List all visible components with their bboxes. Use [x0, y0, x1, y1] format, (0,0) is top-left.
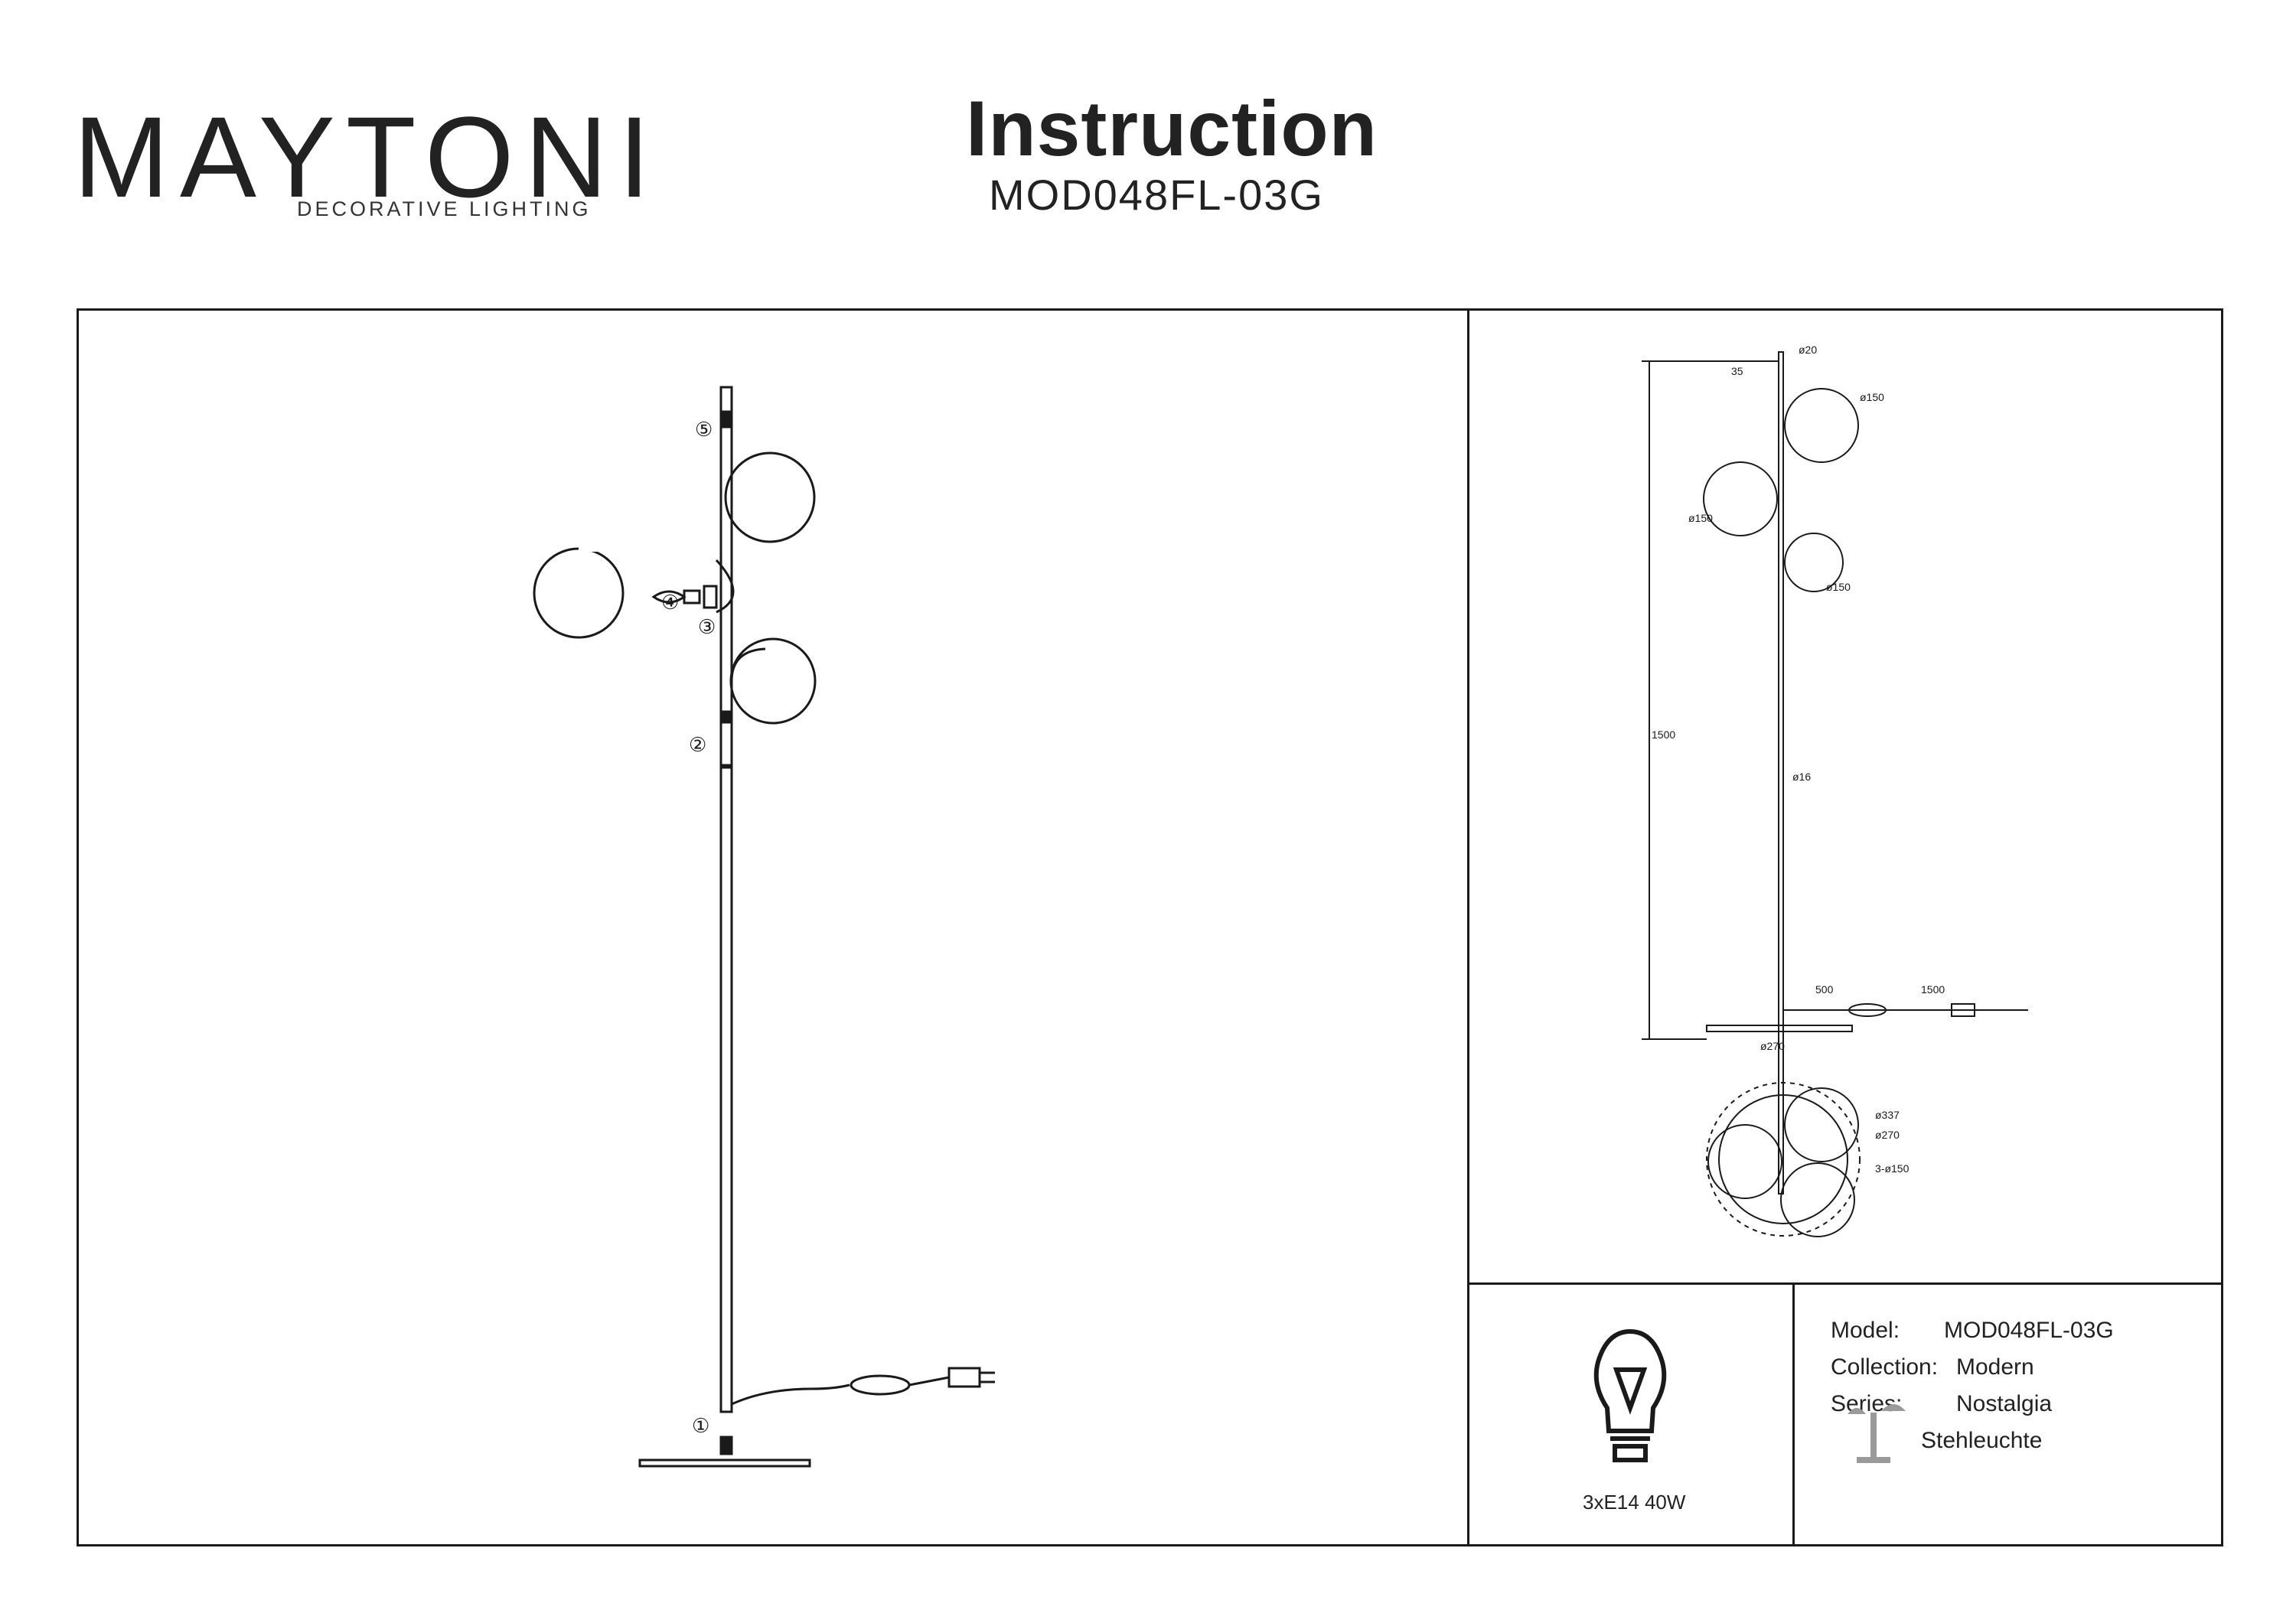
brand-tagline: DECORATIVE LIGHTING	[297, 197, 592, 220]
floor-lamp-icon	[1848, 1404, 1906, 1463]
dim-label-height: 1500	[1652, 728, 1675, 741]
brand-name: MAYTONI	[73, 93, 661, 221]
base-joint	[719, 1436, 733, 1455]
top-view-globe-1	[1784, 1087, 1859, 1162]
top-view-globe-2	[1707, 1124, 1782, 1199]
dim-label-top-base: ø270	[1875, 1129, 1900, 1141]
lower-rod	[719, 764, 733, 1413]
top-view-outer	[1706, 1082, 1861, 1237]
power-cable	[731, 1383, 850, 1406]
page-title: Instruction	[966, 85, 1378, 172]
middle-joint	[719, 710, 733, 724]
dim-globe-top	[1784, 388, 1859, 463]
globe-holder-cup	[715, 559, 735, 614]
power-plug	[947, 1367, 981, 1388]
dim-label-top-globes: 3-ø150	[1875, 1162, 1910, 1175]
dim-label-globe-top: ø150	[1860, 391, 1884, 403]
dim-globe-lower	[1784, 533, 1844, 592]
dim-label-globe-lower: ø150	[1826, 581, 1851, 593]
dim-label-pole: ø16	[1792, 771, 1811, 783]
spec-divider-vertical	[1792, 1282, 1795, 1546]
type-value: Stehleuchte	[1921, 1428, 2043, 1453]
brand-logo: MAYTONI	[73, 99, 661, 214]
step-5-label: ⑤	[695, 418, 713, 441]
step-1-label: ①	[692, 1414, 709, 1437]
bulb-socket	[683, 589, 701, 605]
collection-value: Modern	[1956, 1354, 2034, 1380]
dim-label-top-outer: ø337	[1875, 1109, 1900, 1121]
model-value: MOD048FL-03G	[1944, 1318, 2114, 1343]
collection-label: Collection:	[1831, 1354, 1939, 1380]
panel-divider-horizontal	[1467, 1282, 2223, 1285]
dimension-drawing: ø20 35 ø150 ø150 ø150 1500 ø16 500 1500 …	[1642, 344, 2028, 1237]
document-frame	[77, 308, 2223, 1546]
top-view-base	[1718, 1094, 1848, 1224]
lower-globe-holder	[730, 647, 766, 682]
series-label: Series:	[1831, 1391, 1903, 1416]
dim-globe-middle	[1703, 461, 1778, 536]
lamp-holder	[703, 585, 718, 609]
top-view-globe-3	[1780, 1162, 1855, 1237]
dim-label-base: ø270	[1760, 1040, 1785, 1052]
model-label: Model:	[1831, 1318, 1900, 1343]
top-cap	[719, 386, 733, 413]
bulb-spec: 3xE14 40W	[1583, 1491, 1686, 1514]
dim-label-cable-1500: 1500	[1921, 983, 1945, 996]
bulb-icon	[1593, 1328, 1667, 1462]
assembly-drawing: ⑤ ④ ③ ② ①	[533, 386, 995, 1468]
plug-cable	[908, 1376, 950, 1387]
upper-globe	[724, 451, 816, 543]
exploded-globe	[533, 547, 625, 639]
foot-switch	[850, 1374, 911, 1396]
series-value: Nostalgia	[1956, 1391, 2053, 1416]
dim-plug	[1951, 1003, 1975, 1017]
dim-label-ø20: ø20	[1799, 344, 1817, 356]
top-joint	[719, 412, 733, 429]
step-2-label: ②	[689, 733, 706, 756]
dim-label-globe-middle: ø150	[1688, 512, 1713, 524]
dim-label-35: 35	[1731, 365, 1743, 377]
dim-label-cable-500: 500	[1815, 983, 1834, 996]
panel-divider-vertical	[1467, 308, 1469, 1546]
step-4-label: ④	[661, 591, 679, 614]
round-base	[638, 1458, 811, 1468]
page-model-code: MOD048FL-03G	[989, 171, 1324, 219]
lower-globe	[729, 637, 817, 725]
dim-switch	[1848, 1003, 1887, 1017]
step-3-label: ③	[698, 615, 716, 638]
dim-base	[1706, 1025, 1853, 1032]
pole-outline	[1778, 351, 1784, 1194]
